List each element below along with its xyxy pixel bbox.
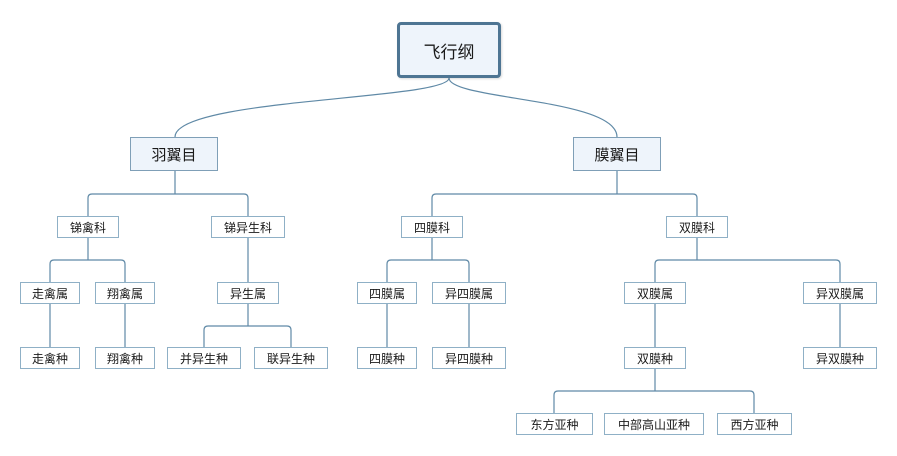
- node-family-4[interactable]: 双膜科: [666, 216, 728, 238]
- root-to-order-1-link: [174, 77, 450, 138]
- node-subspecies-3[interactable]: 西方亚种: [717, 413, 792, 435]
- family-3-genera-bar: [386, 259, 470, 282]
- node-genus-5[interactable]: 异四膜属: [432, 282, 506, 304]
- node-species-1[interactable]: 走禽种: [20, 347, 80, 369]
- node-species-4[interactable]: 联异生种: [254, 347, 328, 369]
- node-genus-1[interactable]: 走禽属: [20, 282, 80, 304]
- family-1-genera-bar: [49, 259, 126, 282]
- order-2-families-bar: [431, 193, 698, 216]
- species-7-subspecies-bar: [553, 390, 755, 413]
- node-subspecies-2[interactable]: 中部高山亚种: [604, 413, 704, 435]
- node-genus-3[interactable]: 异生属: [217, 282, 279, 304]
- node-family-2[interactable]: 锑异生科: [211, 216, 285, 238]
- node-species-3[interactable]: 并异生种: [167, 347, 241, 369]
- node-genus-6[interactable]: 双膜属: [624, 282, 686, 304]
- genus-3-species-bar: [203, 325, 292, 347]
- node-species-6[interactable]: 异四膜种: [432, 347, 506, 369]
- node-root[interactable]: 飞行纲: [397, 22, 501, 78]
- node-genus-2[interactable]: 翔禽属: [95, 282, 155, 304]
- node-order-1[interactable]: 羽翼目: [130, 137, 218, 171]
- node-genus-4[interactable]: 四膜属: [357, 282, 417, 304]
- node-species-2[interactable]: 翔禽种: [95, 347, 155, 369]
- order-1-families-bar: [87, 193, 249, 216]
- node-genus-7[interactable]: 异双膜属: [803, 282, 877, 304]
- node-order-2[interactable]: 膜翼目: [573, 137, 661, 171]
- node-family-3[interactable]: 四膜科: [401, 216, 463, 238]
- family-4-genera-bar: [654, 259, 841, 282]
- node-species-5[interactable]: 四膜种: [357, 347, 417, 369]
- root-to-order-2-link: [448, 77, 618, 138]
- node-subspecies-1[interactable]: 东方亚种: [516, 413, 593, 435]
- node-species-8[interactable]: 异双膜种: [803, 347, 877, 369]
- node-family-1[interactable]: 锑禽科: [57, 216, 119, 238]
- node-species-7[interactable]: 双膜种: [624, 347, 686, 369]
